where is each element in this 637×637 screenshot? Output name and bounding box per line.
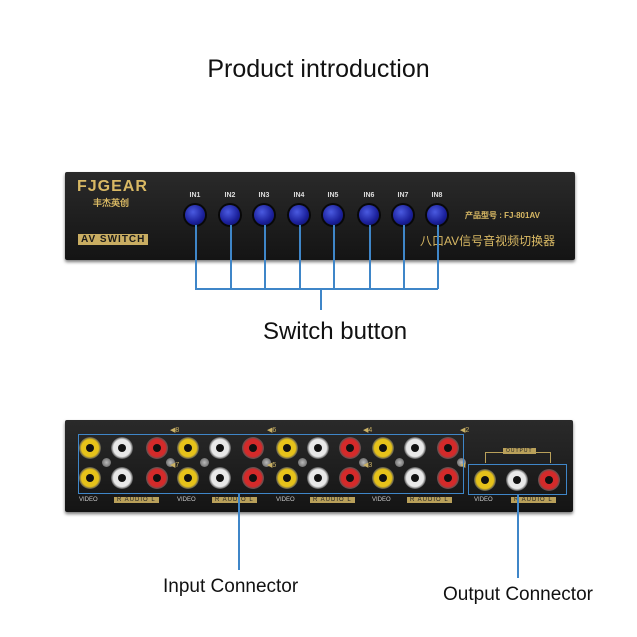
- rca-input-audio-right-jack: [307, 437, 329, 459]
- rca-input-audio-left-jack: [437, 437, 459, 459]
- button-label: IN4: [293, 192, 305, 199]
- switch-button-in1[interactable]: [185, 205, 205, 225]
- rca-input-audio-right-jack: [111, 437, 133, 459]
- port-number: ◀2: [460, 427, 470, 434]
- switch-button-in6[interactable]: [359, 205, 379, 225]
- connector-line: [299, 225, 301, 289]
- button-label: IN8: [431, 192, 443, 199]
- connector-line: [403, 225, 405, 289]
- screw-icon: [200, 458, 209, 467]
- video-label: VIDEO: [372, 497, 391, 503]
- port-number: ◀4: [363, 427, 373, 434]
- switch-button-in2[interactable]: [220, 205, 240, 225]
- rca-input-video-jack: [79, 467, 101, 489]
- switch-button-in8[interactable]: [427, 205, 447, 225]
- button-label: IN6: [363, 192, 375, 199]
- screw-icon: [262, 458, 271, 467]
- av-switch-badge: AV SWITCH: [78, 234, 149, 245]
- rca-input-audio-left-jack: [437, 467, 459, 489]
- port-number: ◀8: [170, 427, 180, 434]
- rca-input-video-jack: [276, 467, 298, 489]
- button-label: IN3: [258, 192, 270, 199]
- switch-button-in3[interactable]: [254, 205, 274, 225]
- output-label: OUTPUT: [503, 448, 536, 454]
- video-label: VIDEO: [177, 497, 196, 503]
- connector-line: [195, 225, 197, 289]
- rca-input-video-jack: [372, 467, 394, 489]
- brand-logo: FJGEAR: [77, 178, 148, 195]
- rca-input-audio-right-jack: [307, 467, 329, 489]
- output-line: [517, 495, 519, 578]
- connector-line: [369, 225, 371, 289]
- rca-input-audio-left-jack: [339, 437, 361, 459]
- rca-input-audio-right-jack: [111, 467, 133, 489]
- video-label: VIDEO: [276, 497, 295, 503]
- port-number: ◀5: [267, 462, 277, 469]
- output-audio-label: R AUDIO L: [511, 497, 556, 503]
- audio-label: R AUDIO L: [310, 497, 355, 503]
- port-number: ◀: [460, 462, 466, 469]
- rca-output-video-jack: [474, 469, 496, 491]
- rca-output-audio-left-jack: [538, 469, 560, 491]
- brand-cn: 丰杰英创: [93, 198, 130, 208]
- connector-line: [195, 288, 438, 290]
- audio-label: R AUDIO L: [212, 497, 257, 503]
- screw-icon: [457, 458, 466, 467]
- connector-line: [333, 225, 335, 289]
- rca-output-audio-right-jack: [506, 469, 528, 491]
- button-label: IN2: [224, 192, 236, 199]
- rca-input-audio-left-jack: [146, 437, 168, 459]
- rca-input-audio-left-jack: [242, 467, 264, 489]
- rca-input-audio-right-jack: [404, 437, 426, 459]
- switch-button-in7[interactable]: [393, 205, 413, 225]
- switch-button-in4[interactable]: [289, 205, 309, 225]
- video-label: VIDEO: [79, 497, 98, 503]
- screw-icon: [298, 458, 307, 467]
- rca-input-audio-right-jack: [209, 437, 231, 459]
- rca-input-video-jack: [372, 437, 394, 459]
- page-title: Product introduction: [207, 55, 430, 83]
- output-video-label: VIDEO: [474, 497, 493, 503]
- rca-input-audio-right-jack: [209, 467, 231, 489]
- back-panel: VIDEO R AUDIO L VIDEO R AUDIO L VIDEO R AUDIO…: [65, 420, 573, 512]
- audio-label: R AUDIO L: [407, 497, 452, 503]
- screw-icon: [395, 458, 404, 467]
- rca-input-video-jack: [177, 437, 199, 459]
- rca-input-audio-right-jack: [404, 467, 426, 489]
- output-connector-caption: Output Connector: [443, 584, 593, 605]
- rca-input-video-jack: [79, 437, 101, 459]
- switch-button-caption: Switch button: [262, 318, 408, 345]
- rca-input-audio-left-jack: [339, 467, 361, 489]
- rca-input-audio-left-jack: [146, 467, 168, 489]
- input-line: [238, 494, 240, 570]
- button-label: IN5: [327, 192, 339, 199]
- front-panel: FJGEAR 丰杰英创 AV SWITCH 产品型号 : FJ-801AV 八口…: [65, 172, 575, 260]
- connector-line: [320, 288, 322, 310]
- screw-icon: [359, 458, 368, 467]
- screw-icon: [102, 458, 111, 467]
- connector-line: [264, 225, 266, 289]
- button-label: IN1: [189, 192, 201, 199]
- audio-label: R AUDIO L: [114, 497, 159, 503]
- port-number: ◀7: [170, 462, 180, 469]
- input-connector-caption: Input Connector: [163, 576, 299, 597]
- screw-icon: [166, 458, 175, 467]
- port-number: ◀6: [267, 427, 277, 434]
- connector-line: [437, 225, 439, 289]
- product-description-cn: 八口AV信号音视频切换器: [420, 234, 556, 248]
- input-connector-box: [78, 434, 464, 494]
- model-number: 产品型号 : FJ-801AV: [465, 211, 540, 220]
- connector-line: [230, 225, 232, 289]
- switch-button-in5[interactable]: [323, 205, 343, 225]
- rca-input-audio-left-jack: [242, 437, 264, 459]
- rca-input-video-jack: [276, 437, 298, 459]
- port-number: ◀3: [363, 462, 373, 469]
- output-connector-box: [468, 464, 567, 495]
- rca-input-video-jack: [177, 467, 199, 489]
- button-label: IN7: [397, 192, 409, 199]
